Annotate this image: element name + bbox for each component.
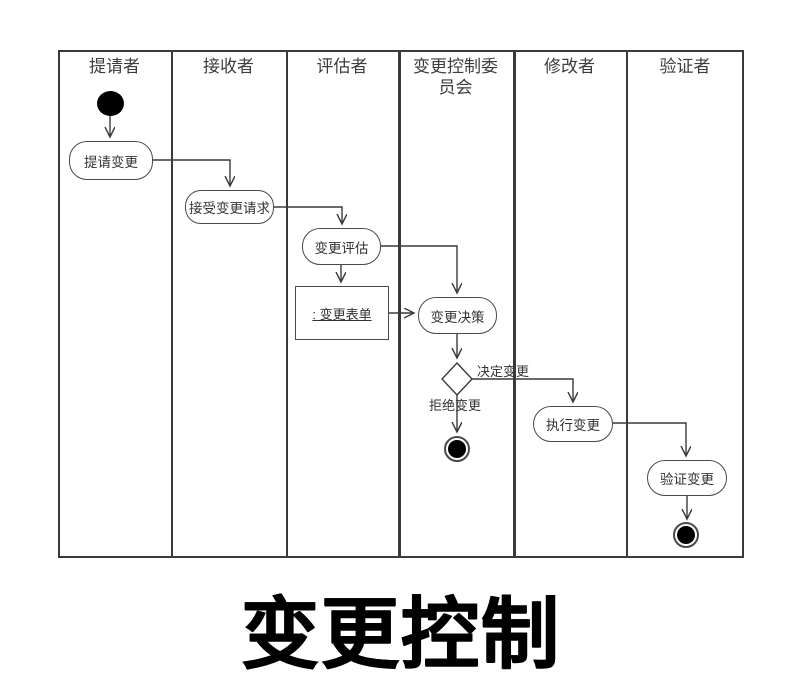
connector-execute-to-verify xyxy=(613,422,686,456)
lane-header-proposer: 提请者 xyxy=(58,56,171,77)
lane-divider-5 xyxy=(626,50,628,558)
activity-verify-change-label: 验证变更 xyxy=(660,472,714,487)
lane-header-evaluator: 评估者 xyxy=(286,56,398,77)
final-node-reject xyxy=(444,436,470,462)
lane-header-evaluator-label: 评估者 xyxy=(316,57,368,76)
connector-accept-to-evaluate xyxy=(274,206,342,224)
lane-header-modifier: 修改者 xyxy=(513,56,626,77)
connector-evaluate-to-decide xyxy=(381,245,457,293)
activity-change-decision: 变更决策 xyxy=(418,297,497,334)
edge-label-approve: 决定变更 xyxy=(477,364,530,379)
lane-header-verifier: 验证者 xyxy=(626,56,744,77)
lane-header-ccb-label: 变更控制委员会 xyxy=(413,57,498,98)
decision-diamond xyxy=(441,361,473,397)
activity-change-evaluation: 变更评估 xyxy=(302,228,381,265)
lane-divider-4 xyxy=(513,50,516,558)
activity-accept-change-request: 接受变更请求 xyxy=(185,190,274,224)
connector-propose-to-accept xyxy=(153,159,230,186)
activity-propose-change-label: 提请变更 xyxy=(84,154,138,170)
edge-label-reject: 拒绝变更 xyxy=(429,398,482,413)
activity-accept-change-request-label: 接受变更请求 xyxy=(189,201,270,216)
lane-header-ccb: 变更控制委员会 xyxy=(398,56,513,98)
activity-execute-change: 执行变更 xyxy=(533,406,613,442)
lane-divider-3 xyxy=(398,50,401,558)
activity-execute-change-label: 执行变更 xyxy=(546,418,600,433)
activity-change-evaluation-label: 变更评估 xyxy=(314,240,369,256)
lane-header-receiver-label: 接收者 xyxy=(203,57,254,76)
diagram-title: 变更控制 xyxy=(240,590,561,678)
lane-header-verifier-label: 验证者 xyxy=(659,57,711,76)
final-node-reject-core xyxy=(448,440,466,458)
lane-header-proposer-label: 提请者 xyxy=(89,57,140,76)
start-node xyxy=(97,91,124,116)
activity-verify-change: 验证变更 xyxy=(647,460,727,496)
connector-diamond-to-execute xyxy=(472,378,573,402)
lane-header-modifier-label: 修改者 xyxy=(544,57,595,76)
activity-propose-change: 提请变更 xyxy=(69,141,153,180)
lane-divider-1 xyxy=(171,50,173,558)
lane-divider-2 xyxy=(286,50,288,558)
lane-header-receiver: 接收者 xyxy=(171,56,286,77)
activity-change-decision-label: 变更决策 xyxy=(430,309,485,325)
object-change-form-label: : 变更表单 xyxy=(312,306,372,322)
final-node-complete-core xyxy=(677,526,695,544)
object-change-form: : 变更表单 xyxy=(295,286,389,340)
final-node-complete xyxy=(673,522,699,548)
